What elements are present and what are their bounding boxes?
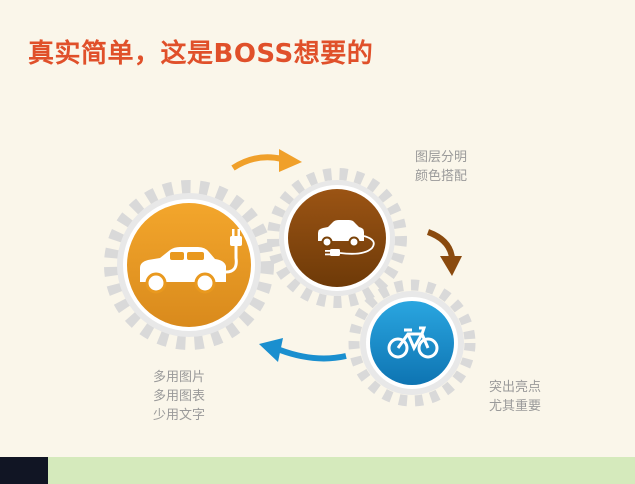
note-highlight: 突出亮点 尤其重要	[489, 378, 541, 416]
arrow-top	[231, 149, 302, 172]
car-plug-icon	[318, 220, 375, 256]
page-title: 真实简单，这是BOSS想要的	[28, 39, 374, 69]
arrow-bottom	[259, 338, 347, 362]
note-line: 突出亮点	[489, 380, 542, 395]
electric-car-icon	[140, 229, 242, 294]
arrow-right	[426, 229, 462, 276]
note-line: 多用图片	[153, 370, 206, 385]
bicycle-icon	[387, 326, 439, 359]
note-line: 颜色搭配	[415, 169, 468, 184]
footer-dark-block	[0, 457, 48, 484]
note-use-images: 多用图片 多用图表 少用文字	[153, 368, 205, 425]
note-line: 尤其重要	[489, 399, 542, 414]
note-layering: 图层分明 颜色搭配	[415, 148, 467, 186]
note-line: 图层分明	[415, 150, 468, 165]
footer-green-bar	[48, 457, 635, 484]
note-line: 少用文字	[153, 408, 206, 423]
note-line: 多用图表	[153, 389, 206, 404]
